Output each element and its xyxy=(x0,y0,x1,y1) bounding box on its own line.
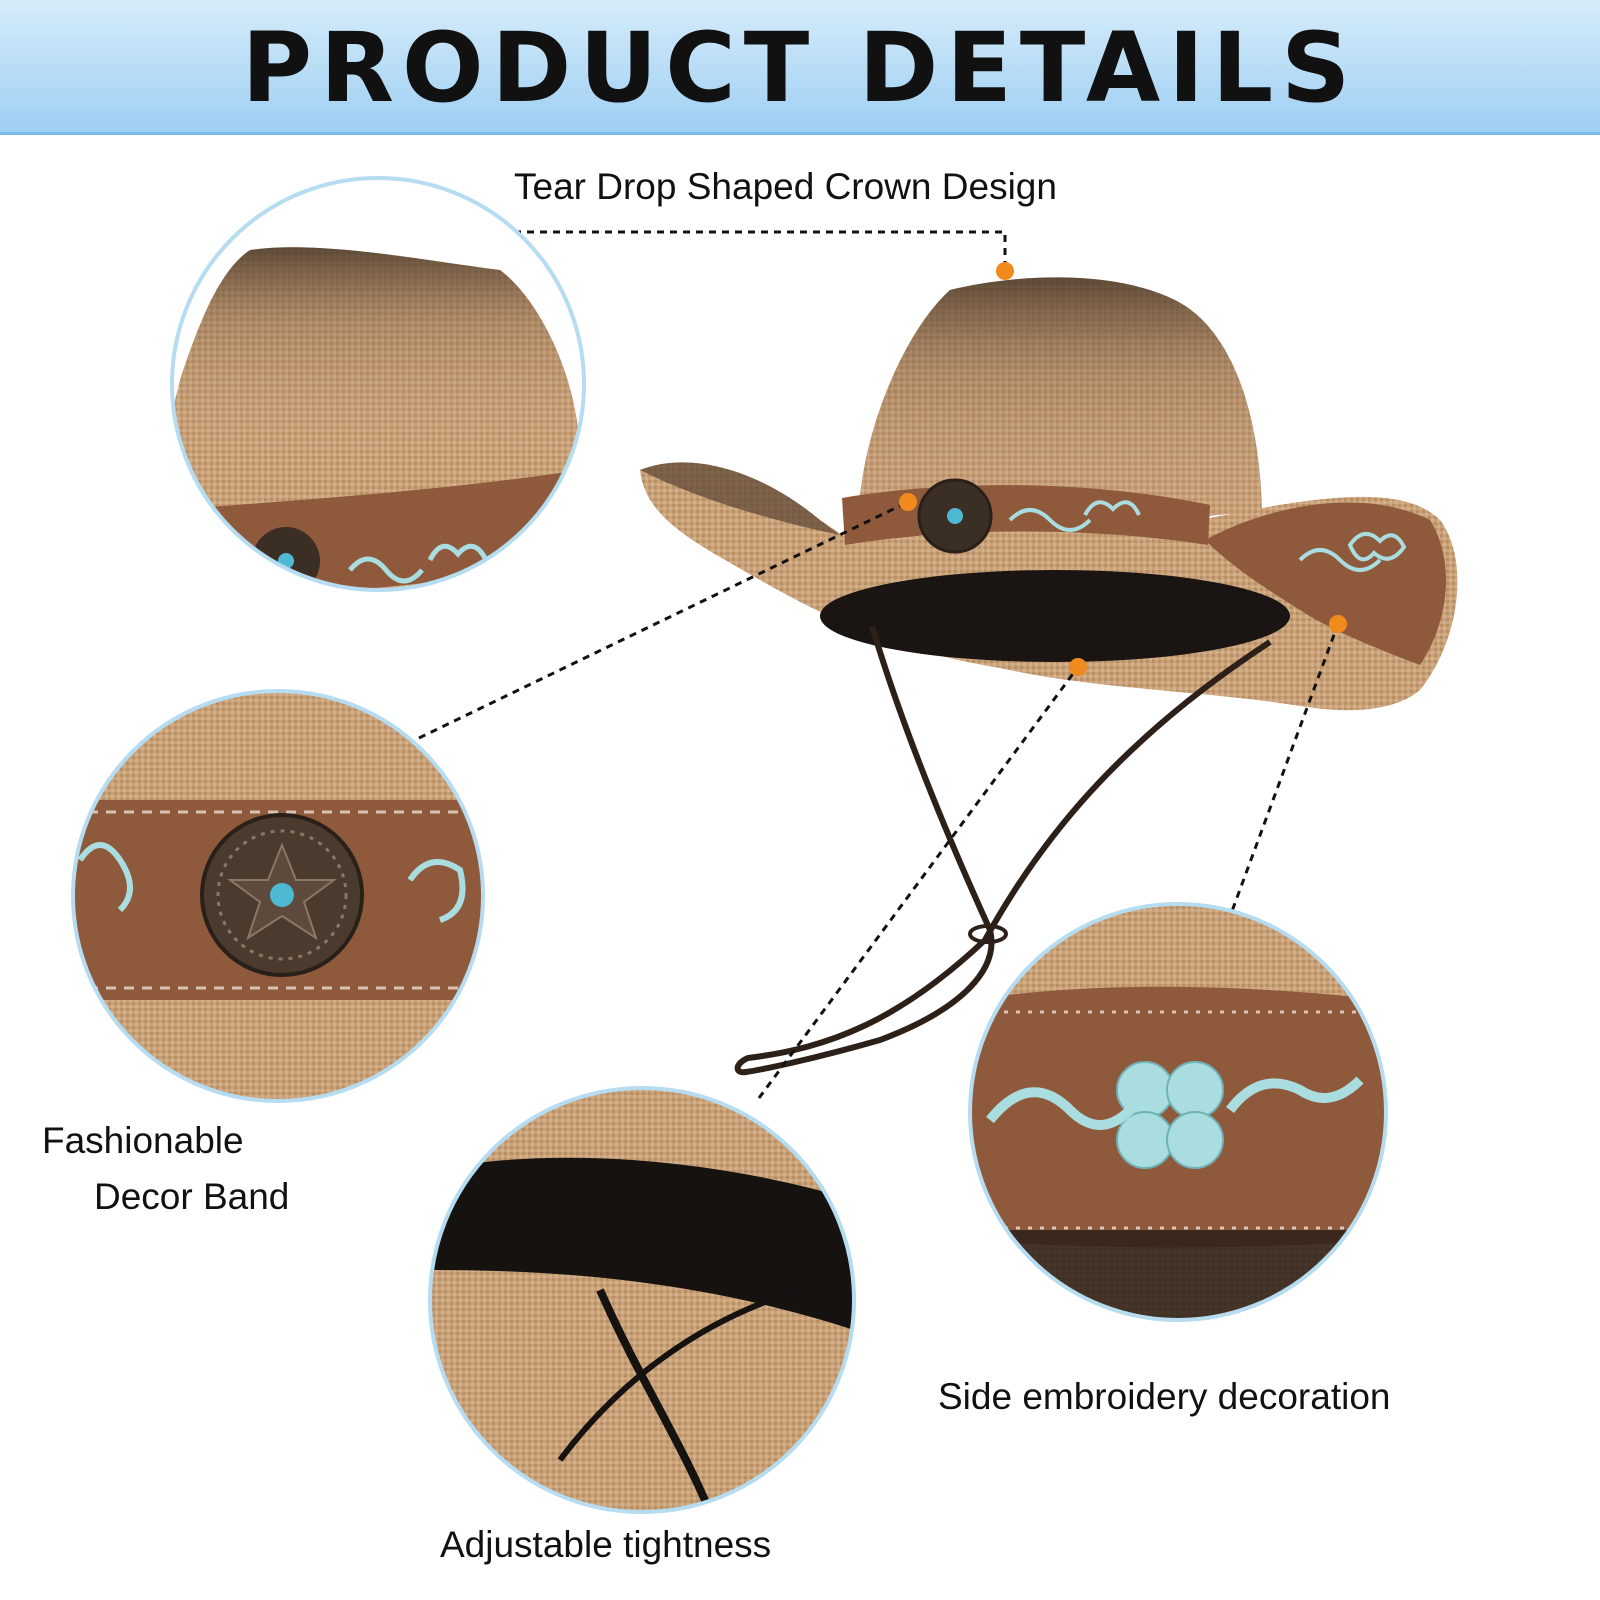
brim-embroidery-panel xyxy=(1205,502,1447,665)
tightness-callout-label: Adjustable tightness xyxy=(440,1524,772,1565)
callout-dots xyxy=(899,262,1347,676)
crown-callout-label: Tear Drop Shaped Crown Design xyxy=(514,166,1057,207)
detail-circle-band xyxy=(71,689,485,1103)
detail-circle-crown xyxy=(170,176,586,592)
header-banner: PRODUCT DETAILS xyxy=(0,0,1600,135)
page-title: PRODUCT DETAILS xyxy=(241,12,1359,124)
chin-strap xyxy=(734,625,1272,1076)
detail-circle-tightness xyxy=(428,1086,856,1514)
band-callout-label-line2: Decor Band xyxy=(94,1176,290,1217)
main-hat xyxy=(640,277,1458,1076)
hat-opening xyxy=(820,570,1290,662)
detail-circle-embroidery xyxy=(968,902,1388,1322)
embroidery-callout-label: Side embroidery decoration xyxy=(938,1376,1391,1417)
callout-lines xyxy=(418,230,1340,1099)
band-callout-label-line1: Fashionable xyxy=(42,1120,244,1161)
